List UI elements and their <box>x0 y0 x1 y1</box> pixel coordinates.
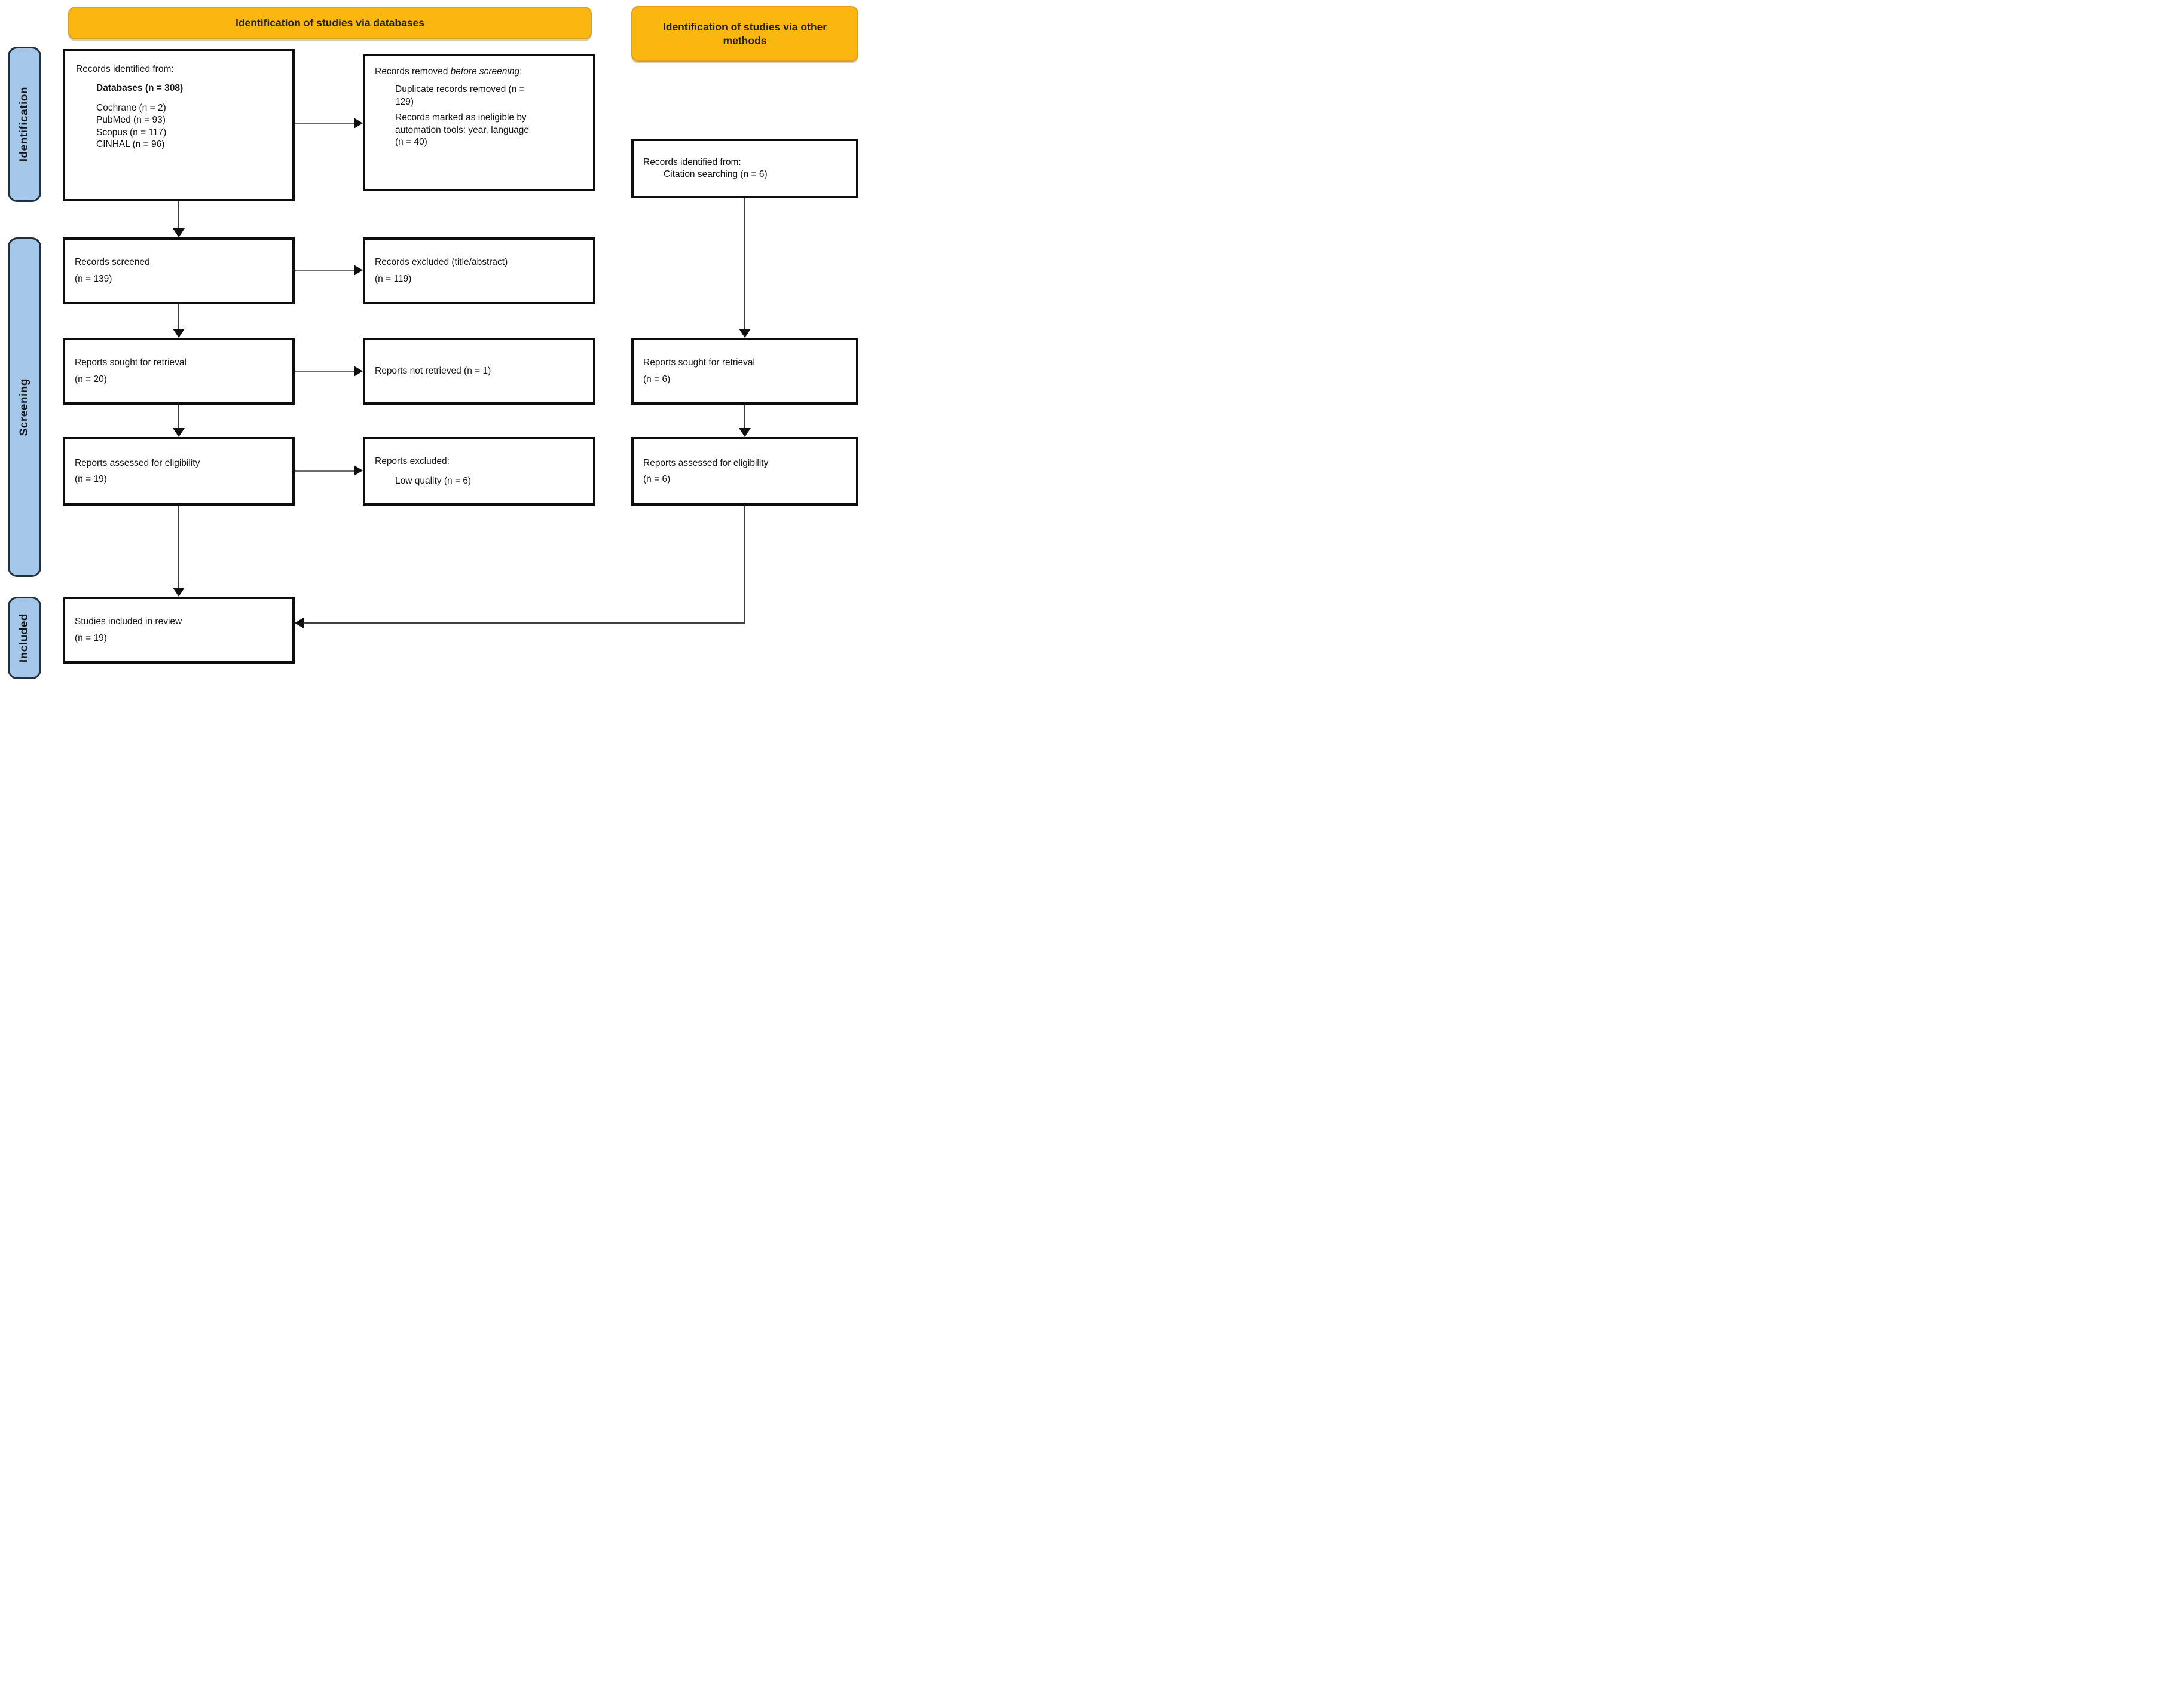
records-identified-sources: Cochrane (n = 2) PubMed (n = 93) Scopus … <box>76 102 284 151</box>
arrow-sought-other-to-assessed-other-head <box>739 428 751 437</box>
records-removed-intro-prefix: Records removed <box>375 66 451 77</box>
prisma-flow-diagram: Identification of studies via databases … <box>0 0 867 683</box>
removed-automation: Records marked as ineligible by automati… <box>395 112 530 148</box>
arrow-screened-to-excluded-line <box>295 270 354 271</box>
box-reports-sought-other: Reports sought for retrieval (n = 6) <box>631 338 858 405</box>
studies-included-line1: Studies included in review <box>75 616 182 627</box>
arrow-identified-to-removed-head <box>354 118 363 129</box>
box-reports-not-retrieved: Reports not retrieved (n = 1) <box>363 338 595 405</box>
reports-excluded-low-quality: Low quality (n = 6) <box>395 476 472 486</box>
arrow-other-to-included-vertical <box>744 506 745 624</box>
box-records-identified: Records identified from: Databases (n = … <box>63 49 295 201</box>
records-screened-line1: Records screened <box>75 257 150 268</box>
arrow-citation-to-sought-other-line <box>744 198 745 329</box>
reports-assessed-other-line1: Reports assessed for eligibility <box>643 457 769 468</box>
arrow-other-to-included-horizontal <box>304 622 745 624</box>
stage-identification-label: Identification <box>18 87 30 162</box>
arrow-sought-to-not-retrieved-line <box>295 371 354 372</box>
box-records-excluded: Records excluded (title/abstract) (n = 1… <box>363 237 595 304</box>
source-pubmed: PubMed (n = 93) <box>96 115 166 126</box>
studies-included-count: (n = 19) <box>75 633 107 643</box>
box-records-screened: Records screened (n = 139) <box>63 237 295 304</box>
records-identified-intro: Records identified from: <box>76 64 174 74</box>
header-databases-label: Identification of studies via databases <box>235 17 425 29</box>
stage-identification: Identification <box>8 47 41 202</box>
arrow-sought-to-assessed-head <box>173 428 185 437</box>
arrow-assessed-to-excluded-line <box>295 470 354 472</box>
header-other-methods-label: Identification of studies via other meth… <box>662 20 827 47</box>
box-studies-included: Studies included in review (n = 19) <box>63 597 295 664</box>
reports-excluded-intro: Reports excluded: <box>375 456 450 466</box>
arrow-sought-to-assessed-line <box>178 405 179 429</box>
box-citation-identified: Records identified from: Citation search… <box>631 139 858 198</box>
arrow-assessed-to-included-line <box>178 506 179 588</box>
records-excluded-line1: Records excluded (title/abstract) <box>375 257 508 268</box>
reports-sought-other-count: (n = 6) <box>643 374 671 384</box>
stage-included-label: Included <box>18 613 30 663</box>
box-reports-excluded: Reports excluded: Low quality (n = 6) <box>363 437 595 506</box>
arrow-assessed-to-excluded-head <box>354 465 363 476</box>
citation-identified-intro: Records identified from: <box>643 157 741 167</box>
arrow-identified-to-screened-head <box>173 228 185 237</box>
reports-assessed-count: (n = 19) <box>75 474 107 484</box>
header-identification-via-other-methods: Identification of studies via other meth… <box>631 6 858 62</box>
reports-assessed-line1: Reports assessed for eligibility <box>75 457 200 468</box>
records-identified-databases-total: Databases (n = 308) <box>96 83 184 94</box>
arrow-screened-to-sought-head <box>173 329 185 338</box>
reports-sought-count: (n = 20) <box>75 374 107 384</box>
box-records-removed: Records removed before screening: Duplic… <box>363 54 595 191</box>
source-scopus: Scopus (n = 117) <box>96 127 167 138</box>
box-reports-assessed-other: Reports assessed for eligibility (n = 6) <box>631 437 858 506</box>
arrow-other-to-included-head <box>295 618 304 628</box>
records-removed-items: Duplicate records removed (n = 129) Reco… <box>375 84 587 148</box>
reports-not-retrieved-line1: Reports not retrieved (n = 1) <box>375 365 491 376</box>
reports-assessed-other-count: (n = 6) <box>643 474 671 484</box>
arrow-screened-to-excluded-head <box>354 265 363 276</box>
arrow-sought-other-to-assessed-other-line <box>744 405 745 429</box>
reports-sought-other-line1: Reports sought for retrieval <box>643 358 755 368</box>
arrow-identified-to-screened-line <box>178 201 179 229</box>
stage-screening-label: Screening <box>18 378 30 436</box>
records-screened-count: (n = 139) <box>75 273 112 284</box>
arrow-assessed-to-included-head <box>173 588 185 597</box>
records-excluded-count: (n = 119) <box>375 273 412 284</box>
arrow-identified-to-removed-line <box>295 123 354 124</box>
source-cinhal: CINHAL (n = 96) <box>96 139 165 150</box>
box-reports-assessed: Reports assessed for eligibility (n = 19… <box>63 437 295 506</box>
stage-screening: Screening <box>8 237 41 577</box>
stage-included: Included <box>8 597 41 679</box>
removed-duplicates: Duplicate records removed (n = 129) <box>395 84 525 107</box>
citation-identified-detail: Citation searching (n = 6) <box>664 169 768 179</box>
arrow-sought-to-not-retrieved-head <box>354 366 363 377</box>
header-identification-via-databases: Identification of studies via databases <box>68 7 592 39</box>
source-cochrane: Cochrane (n = 2) <box>96 102 166 113</box>
reports-sought-line1: Reports sought for retrieval <box>75 358 187 368</box>
arrow-citation-to-sought-other-head <box>739 329 751 338</box>
box-reports-sought: Reports sought for retrieval (n = 20) <box>63 338 295 405</box>
records-removed-intro-italic: before screening <box>450 66 520 77</box>
records-removed-intro: Records removed before screening: <box>375 66 528 78</box>
arrow-screened-to-sought-line <box>178 304 179 329</box>
records-removed-intro-suffix: : <box>519 66 522 77</box>
